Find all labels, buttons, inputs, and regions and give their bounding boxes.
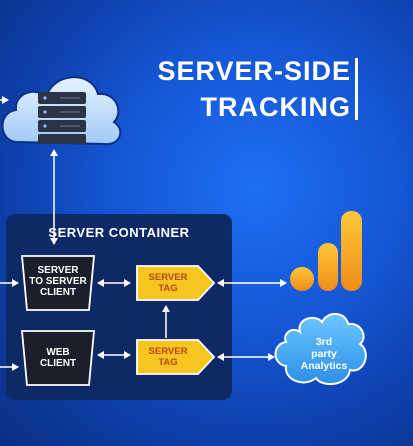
web-client-label: WEB CLIENT: [39, 347, 77, 369]
web-client-shape: [21, 330, 95, 386]
server-to-server-client-label: SERVER TO SERVER CLIENT: [29, 265, 87, 298]
cloud-server-icon: [1, 76, 122, 146]
server-tag-2-shape: [136, 339, 216, 375]
server-tag-1-shape: [136, 265, 216, 301]
title-divider: [355, 58, 358, 120]
server-tag-2-label: SERVER TAG: [148, 346, 188, 368]
third-party-analytics-label: 3rd party Analytics: [300, 336, 348, 372]
server-tag-1-label: SERVER TAG: [148, 272, 188, 294]
server-to-server-client-shape: [21, 255, 95, 311]
title-line-2: TRACKING: [200, 92, 351, 122]
bar-chart-icon: [290, 211, 362, 291]
server-rack-icon: [38, 92, 86, 144]
cloud-icon: [274, 313, 367, 386]
title-line-1: SERVER-SIDE: [157, 56, 351, 86]
server-container-label: SERVER CONTAINER: [48, 225, 190, 240]
